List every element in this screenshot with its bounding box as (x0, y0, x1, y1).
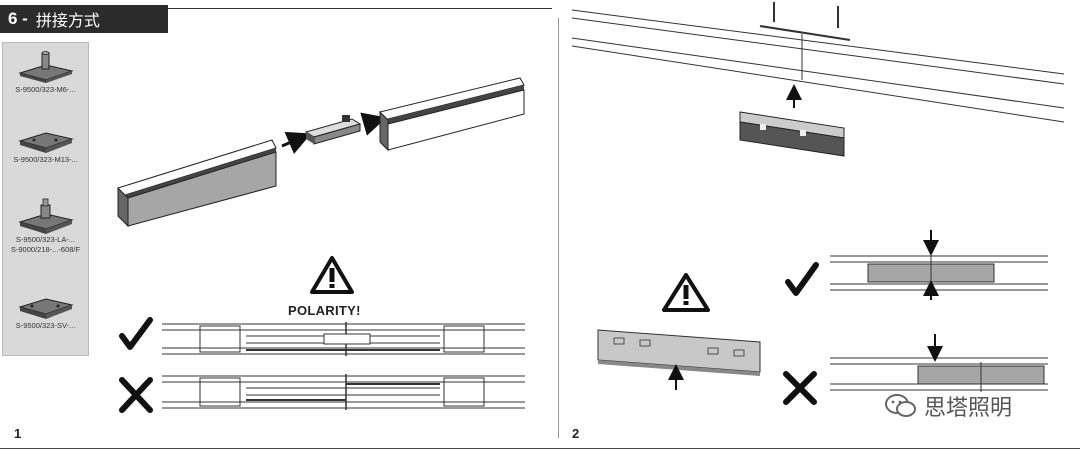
warning-icon (662, 273, 710, 312)
cross-icon (119, 377, 153, 413)
check-icon (119, 317, 153, 350)
connector-block (739, 111, 845, 157)
check-icon (785, 262, 819, 296)
watermark-text: 思塔照明 (924, 396, 1013, 421)
warning-icon (310, 256, 354, 294)
rail-long (571, 2, 1065, 123)
polarity-warning-text: POLARITY! (288, 303, 361, 318)
page-number-2: 2 (572, 426, 580, 441)
polarity-rail-wrong (162, 374, 525, 410)
section-title: 拼接方式 (35, 11, 100, 30)
connector-sv-icon (17, 298, 74, 319)
part-label: S-9500/323-M6-... (15, 85, 76, 94)
cross-icon (783, 371, 817, 405)
part-item-m13: S-9500/323-M13-... (3, 125, 88, 165)
part-item-m6: S-9500/323-M6-... (3, 49, 88, 95)
watermark: 思塔照明 (884, 390, 1012, 422)
joint-wrong (830, 357, 1048, 392)
part-item-sv: S-9500/323-SV-... (3, 291, 88, 331)
profile-right (379, 77, 525, 152)
section-number: 6 - (8, 9, 28, 28)
page-divider (558, 18, 559, 438)
part-label: S-9500/323-M13-... (13, 155, 78, 164)
connector-m6-icon (17, 51, 74, 83)
joint-correct (830, 250, 1048, 296)
header-rule (168, 8, 552, 9)
part-item-la: S-9500/323-LA-... S-9000/218-...-608/F (3, 197, 88, 255)
profile-left (117, 139, 277, 228)
connector-m13-icon (17, 132, 74, 153)
section-header: 6 - 拼接方式 (0, 5, 168, 33)
wechat-icon (885, 394, 916, 417)
connector-detail (597, 329, 761, 376)
polarity-rail-correct (162, 322, 525, 356)
parts-sidebar: S-9500/323-M6-... S-9500/323-M13-... S-9… (2, 42, 89, 356)
connector-la-icon (17, 198, 74, 234)
connector-piece (304, 115, 362, 145)
bottom-rule (0, 448, 1080, 449)
page-number-1: 1 (14, 426, 22, 441)
part-label: S-9500/323-LA-... (15, 235, 76, 244)
part-label: S-9500/323-SV-... (15, 321, 76, 330)
part-label: S-9000/218-...-608/F (10, 245, 81, 254)
